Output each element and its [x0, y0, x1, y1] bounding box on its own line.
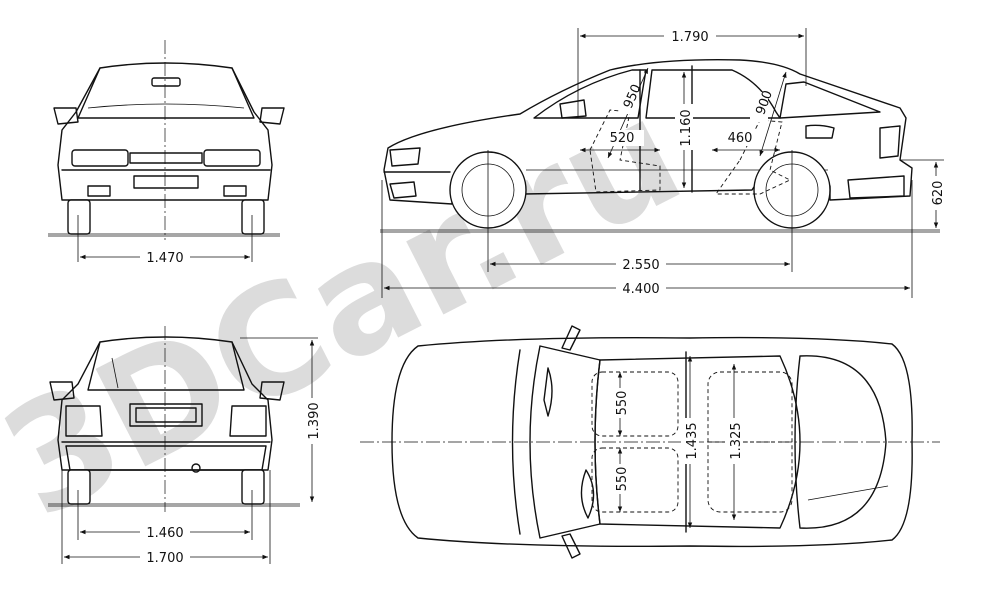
ground-height-label: 620: [931, 181, 946, 206]
watermark: 3DCar.ru: [0, 65, 707, 552]
rear-shoulder-width-label: 1.325: [729, 422, 744, 459]
overall-length-label: 4.400: [622, 282, 659, 297]
front-legroom-label: 520: [610, 131, 635, 146]
rear-legroom-label: 460: [728, 131, 753, 146]
watermark-text: 3DCar.ru: [0, 65, 707, 552]
rear-view: 1.390 1.460 1.700: [48, 326, 322, 566]
overall-height-label: 1.390: [307, 402, 322, 439]
front-view: 1.470: [48, 40, 285, 266]
side-view: 950 900 520 460 1.160 1.790 620 2.550: [380, 28, 946, 298]
roof-length-label: 1.790: [671, 30, 708, 45]
wheelbase-label: 2.550: [622, 258, 659, 273]
front-seat-width-label-2: 550: [615, 467, 630, 492]
overall-width-label: 1.700: [146, 551, 183, 566]
front-shoulder-width-label: 1.435: [685, 422, 700, 459]
top-view: 550 550 1.435 1.325: [360, 325, 940, 559]
front-track-label: 1.470: [146, 251, 183, 266]
rear-track-label: 1.460: [146, 526, 183, 541]
door-height-label: 1.160: [679, 109, 694, 146]
front-seat-width-label: 550: [615, 391, 630, 416]
